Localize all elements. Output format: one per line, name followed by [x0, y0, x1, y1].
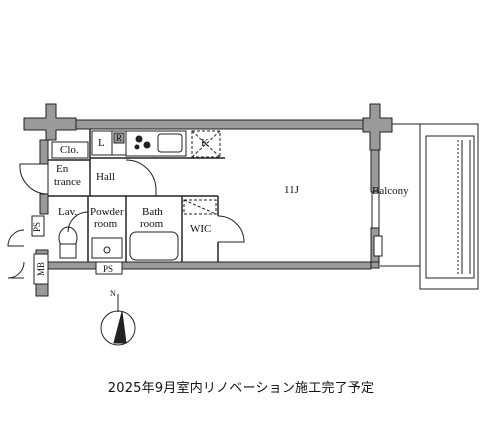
wic-storage — [183, 199, 217, 215]
left-door-1 — [7, 229, 25, 247]
room-label-living: 11J — [284, 184, 299, 196]
balcony-window — [370, 192, 383, 263]
hall-door — [125, 159, 157, 196]
room-label-mb: MB — [36, 261, 47, 277]
bathtub — [129, 231, 179, 261]
walls — [23, 103, 393, 297]
kitchen-sink — [157, 133, 183, 153]
top-wall — [75, 119, 364, 130]
right-wall-upper — [370, 149, 380, 193]
closet-box — [51, 141, 89, 159]
room-label-powder-room-top: Powder — [90, 206, 124, 218]
room-label-powder-room-bottom: room — [94, 218, 118, 230]
room-label-hall: Hall — [96, 171, 115, 183]
compass — [100, 294, 136, 346]
ps-left-box — [31, 215, 45, 237]
room-label-balcony: Balcony — [372, 185, 409, 197]
mb-box — [33, 253, 49, 285]
stove-burner — [143, 141, 151, 149]
room-label-ps-bottom: PS — [103, 264, 114, 274]
stove-burner — [135, 135, 143, 143]
partitions — [48, 129, 225, 262]
room-label-lavatory: Lav. — [58, 206, 78, 218]
wic-door — [217, 215, 245, 243]
ps-bottom-box — [95, 261, 123, 275]
doors — [7, 159, 245, 279]
kitchen-counter — [91, 130, 221, 158]
balcony-outline — [380, 123, 479, 290]
compass-north-label: N — [110, 289, 116, 298]
room-label-kitchen: K — [201, 137, 209, 149]
room-label-entrance-bottom: trance — [54, 176, 81, 188]
room-label-wic: WIC — [190, 223, 212, 235]
stove-burner — [134, 144, 140, 150]
room-label-entrance-top: En — [56, 163, 69, 175]
room-label-closet: Clo. — [60, 144, 79, 156]
left-door-2 — [7, 261, 25, 279]
compass-needle — [113, 311, 127, 344]
lavatory-fixtures — [58, 226, 179, 261]
renovation-caption: 2025年9月室内リノベーション施工完了予定 — [107, 381, 375, 396]
room-label-bath-room-bottom: room — [140, 218, 164, 230]
room-label-linen: L — [98, 137, 105, 149]
washer-space — [113, 132, 125, 144]
lav-door — [67, 211, 89, 233]
room-label-ps-left: PS — [32, 221, 43, 233]
room-label-bath-room-top: Bath — [142, 206, 163, 218]
entrance-door — [19, 163, 49, 195]
room-label-refrigerator: R — [116, 133, 123, 143]
top-right-column — [362, 103, 393, 151]
left-wall-mid — [39, 193, 49, 215]
top-left-column — [23, 103, 77, 141]
left-wall-upper — [39, 139, 49, 165]
